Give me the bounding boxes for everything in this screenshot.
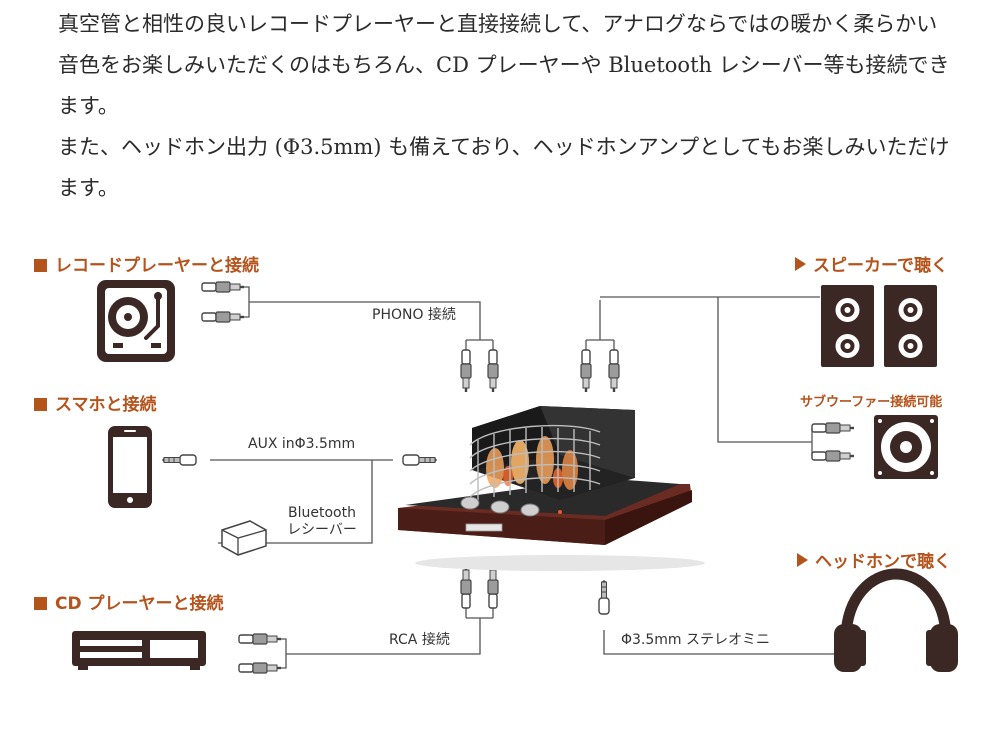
square-bullet-icon (34, 597, 47, 610)
headphones-icon (834, 568, 958, 672)
intro-text: 真空管と相性の良いレコードプレーヤーと直接接続して、アナログならではの暖かく柔ら… (58, 4, 958, 209)
speaker-icon (821, 285, 874, 367)
rca-plugs-cd (238, 565, 499, 674)
triangle-bullet-icon (795, 257, 806, 271)
intro-paragraph-1: 真空管と相性の良いレコードプレーヤーと直接接続して、アナログならではの暖かく柔ら… (58, 12, 950, 118)
stereo-mini-label: Φ3.5mm ステレオミニ (619, 629, 773, 649)
amplifier-image (398, 406, 705, 571)
intro-paragraph-2: また、ヘッドホン出力 (Φ3.5mm) も備えており、ヘッドホンアンプとしてもお… (58, 135, 950, 200)
bluetooth-receiver-icon (221, 520, 267, 556)
subwoofer-note: サブウーファー接続可能 (800, 395, 943, 410)
triangle-bullet-icon (797, 553, 808, 567)
square-bullet-icon (34, 398, 47, 411)
section-headphone-heading: ヘッドホンで聴く (797, 547, 951, 572)
aux-label: AUX inΦ3.5mm (246, 436, 358, 452)
subwoofer-icon (874, 415, 938, 479)
rca-label: RCA 接続 (387, 629, 452, 649)
smartphone-icon (108, 426, 152, 508)
rca-plugs-phono (201, 281, 499, 393)
speaker-icon (884, 285, 937, 367)
cd-player-icon (72, 631, 206, 670)
square-bullet-icon (34, 259, 47, 272)
bluetooth-receiver-label: Bluetooth レシーバー (287, 505, 357, 538)
section-record-heading: レコードプレーヤーと接続 (34, 251, 259, 276)
turntable-icon (97, 280, 175, 362)
section-cd-heading: CD プレーヤーと接続 (34, 589, 224, 614)
phono-label: PHONO 接続 (370, 304, 458, 324)
section-smartphone-heading: スマホと接続 (34, 390, 157, 415)
section-speaker-heading: スピーカーで聴く (795, 251, 948, 276)
